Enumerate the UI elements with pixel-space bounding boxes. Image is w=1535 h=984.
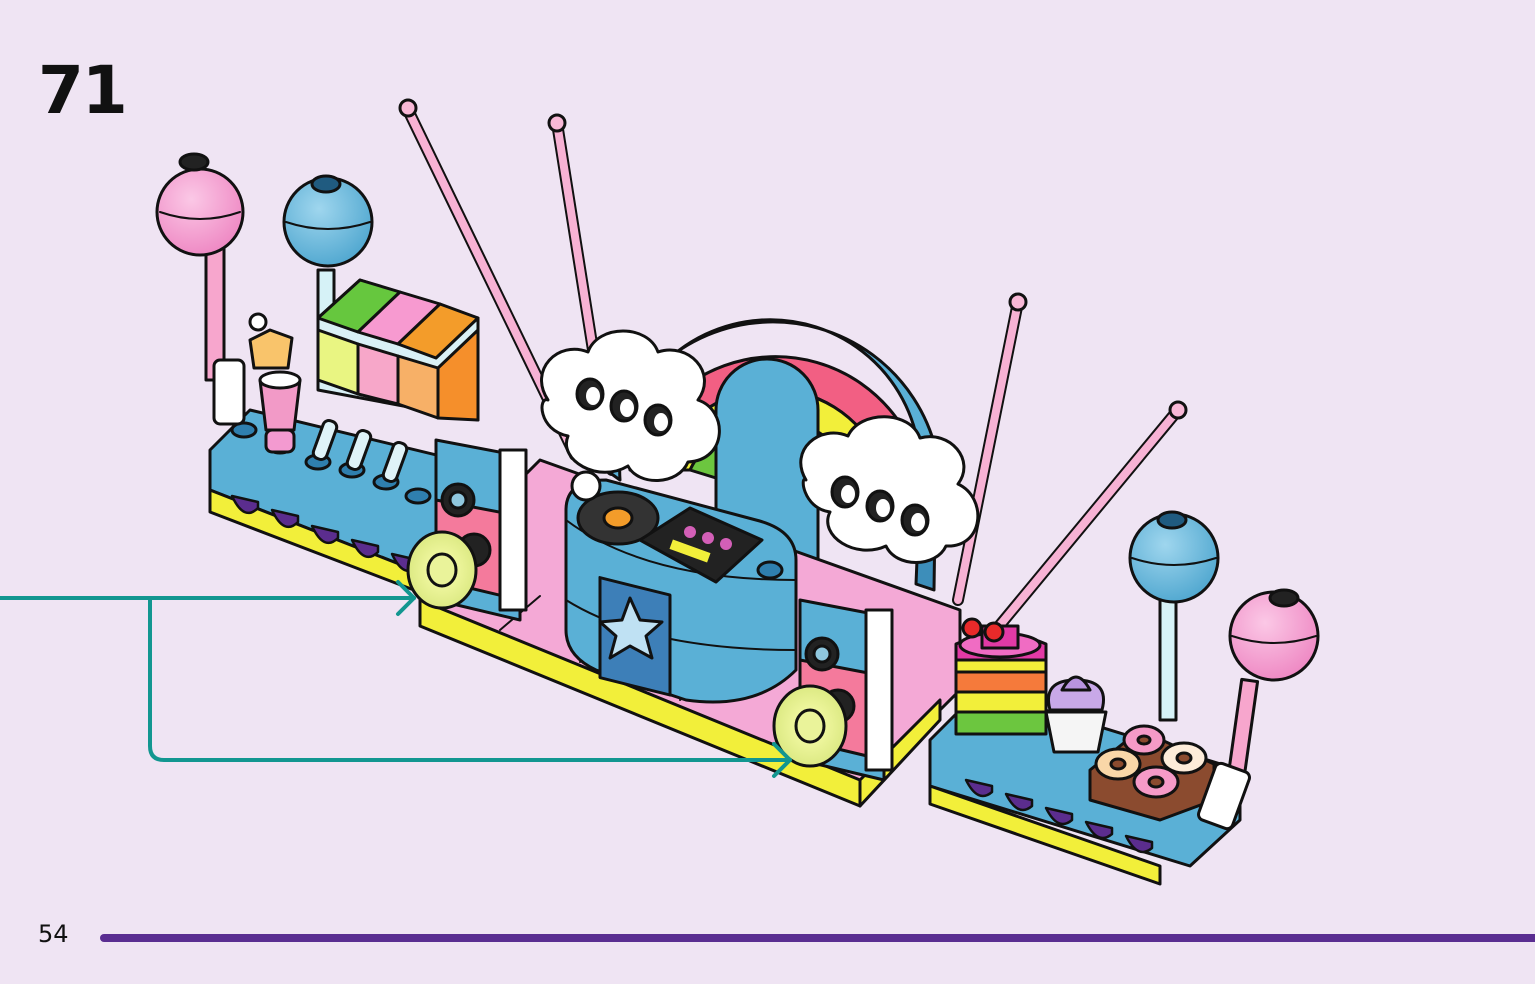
antenna-rods: [398, 98, 1188, 631]
left-cloud: [540, 329, 721, 482]
step-number: 71: [38, 52, 128, 129]
left-lollipops: [155, 152, 374, 426]
cupcake: [1044, 675, 1108, 754]
callout-arrow-upper-head: [396, 580, 416, 616]
right-lollipops: [1128, 510, 1320, 831]
callout-arrow-lower-head: [772, 742, 792, 778]
page-number: 54: [38, 920, 69, 948]
callout-arrow-lower: [148, 596, 792, 762]
callout-arrows: [0, 580, 792, 778]
progress-bar: [100, 934, 1535, 942]
milkshake-cups: [248, 312, 302, 454]
right-cloud: [799, 415, 980, 564]
dj-booth: [564, 470, 798, 704]
drink-dispenser: [311, 278, 480, 483]
layer-cake: [954, 617, 1048, 736]
new-disc-pieces: [406, 530, 848, 768]
